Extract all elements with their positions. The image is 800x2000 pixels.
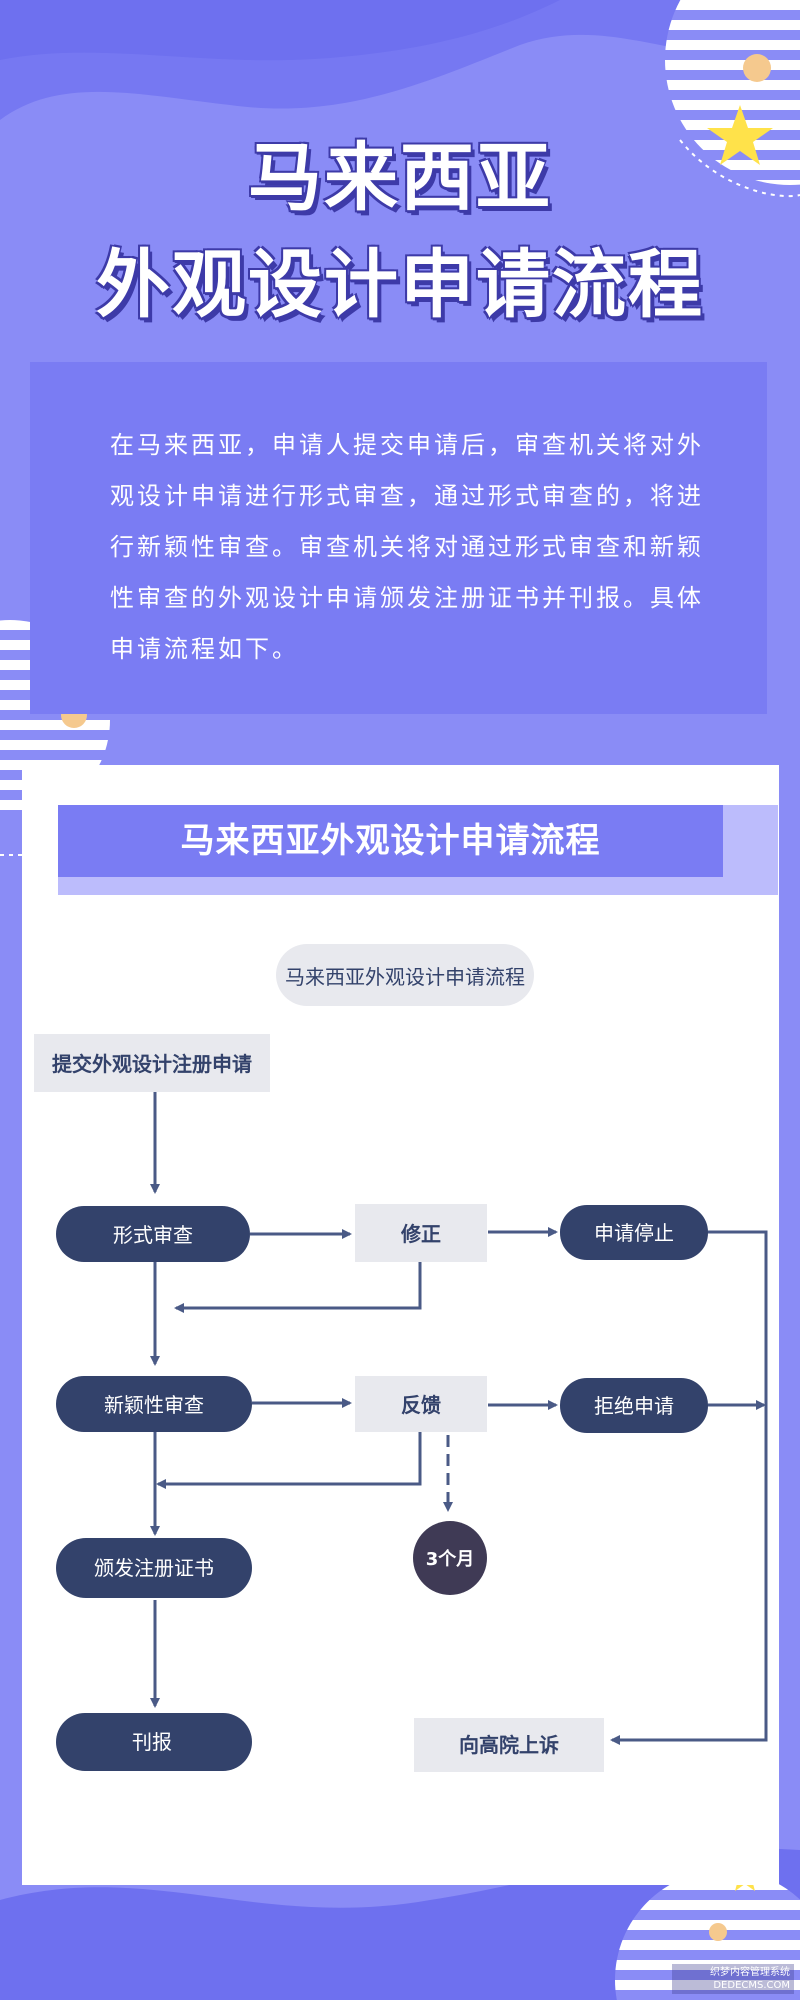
certificate-label: 颁发注册证书 — [94, 1556, 214, 1580]
reject-node — [560, 1378, 708, 1433]
arrow-feedback-back — [156, 1432, 422, 1489]
correction-node — [355, 1204, 487, 1262]
arrow-correction-back — [174, 1262, 422, 1313]
application-stop-node — [560, 1205, 708, 1260]
intro-panel: 在马来西亚，申请人提交申请后，审查机关将对外观设计申请进行形式审查，通过形式审查… — [30, 362, 767, 714]
novelty-review-node — [56, 1376, 252, 1432]
diagram-title-node — [276, 944, 534, 1006]
page-title-line2: 外观设计申请流程 — [96, 242, 704, 328]
correction-label: 修正 — [400, 1222, 441, 1246]
reject-label: 拒绝申请 — [594, 1394, 674, 1418]
diagram-title-text: 马来西亚外观设计申请流程 — [285, 965, 525, 989]
formal-review-label: 形式审查 — [113, 1223, 193, 1247]
watermark: 织梦内容管理系统 DEDECMS.COM — [672, 1964, 794, 1994]
application-stop-label: 申请停止 — [594, 1221, 674, 1245]
watermark-line2: DEDECMS.COM — [713, 1980, 790, 1991]
novelty-review-label: 新颖性审查 — [104, 1393, 204, 1417]
appeal-node — [414, 1718, 604, 1772]
flow-arrows — [150, 1092, 768, 1745]
three-months-label: 3个月 — [426, 1548, 475, 1570]
three-months-node — [413, 1521, 487, 1595]
publish-node — [56, 1713, 252, 1771]
submit-node-label: 提交外观设计注册申请 — [52, 1052, 252, 1076]
certificate-node — [56, 1538, 252, 1598]
arrow-stop-to-appeal — [610, 1230, 768, 1745]
feedback-label: 反馈 — [401, 1393, 441, 1417]
watermark-line1: 织梦内容管理系统 — [710, 1967, 790, 1978]
flowchart-banner-title: 马来西亚外观设计申请流程 — [58, 805, 723, 877]
formal-review-node — [56, 1206, 250, 1262]
appeal-label: 向高院上诉 — [459, 1733, 559, 1757]
submit-node — [34, 1034, 270, 1092]
publish-label: 刊报 — [132, 1730, 172, 1754]
feedback-node — [355, 1376, 487, 1432]
intro-paragraph: 在马来西亚，申请人提交申请后，审查机关将对外观设计申请进行形式审查，通过形式审查… — [110, 431, 704, 663]
page-title-line1: 马来西亚 — [248, 135, 552, 221]
